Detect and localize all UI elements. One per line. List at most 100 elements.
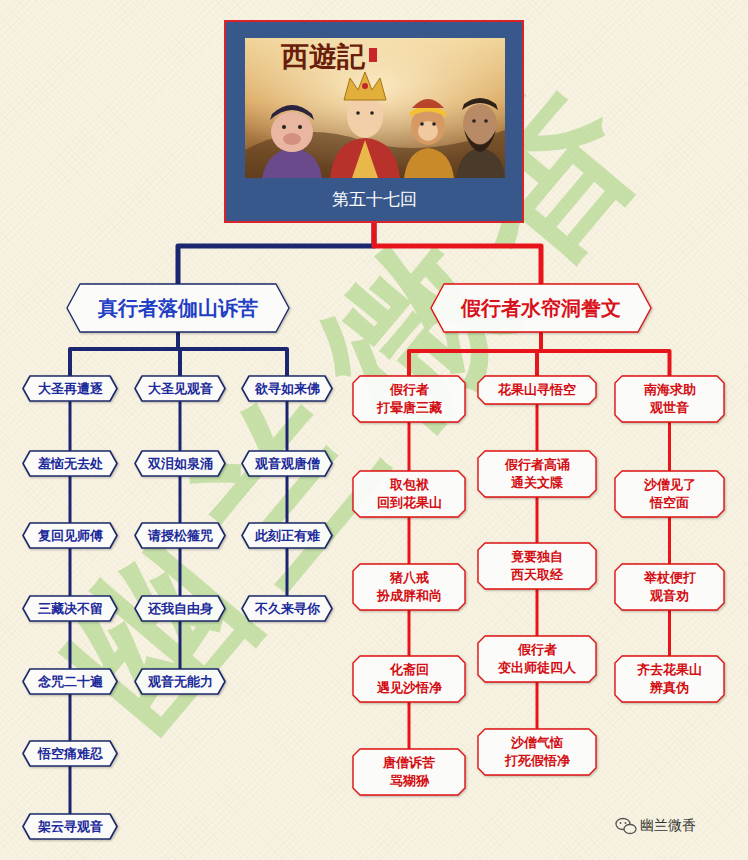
box-outline (614, 563, 725, 611)
connector-line (408, 611, 411, 655)
node-text: 不久来寻你 (255, 600, 320, 618)
node-text: 沙僧见了 悟空面 (628, 476, 711, 511)
node-text: 请授松箍咒 (148, 527, 213, 545)
box-shape (23, 376, 117, 401)
box-shape (242, 376, 332, 401)
event-box: 架云寻观音 (22, 813, 118, 840)
node-text: 大圣见观音 (148, 380, 213, 398)
node-text: 欲寻如来佛 (255, 380, 320, 398)
frame-fill (224, 20, 524, 223)
box-shape (353, 749, 465, 795)
box-outline (352, 655, 466, 703)
node-text: 三藏决不留 (38, 600, 103, 618)
connector-line (69, 477, 72, 522)
connector-line (178, 223, 374, 283)
connector-line (536, 405, 539, 450)
box-shape (135, 669, 225, 694)
box-outline (477, 542, 597, 590)
event-box: 假行者 变出师徒四人 (477, 635, 597, 683)
box-outline (352, 563, 466, 611)
connector-line (536, 683, 539, 728)
box-shape (23, 451, 117, 476)
box-shape (67, 284, 289, 332)
connector-line (409, 333, 541, 375)
event-box: 猪八戒 扮成胖和尚 (352, 563, 466, 611)
box-shape (353, 471, 465, 517)
box-shape (135, 596, 225, 621)
box-shape (135, 376, 225, 401)
node-text: 竟要独自 西天取经 (495, 548, 578, 583)
connector-line (69, 695, 72, 740)
connector-line (408, 703, 411, 748)
node-text: 双泪如泉涌 (148, 455, 213, 473)
branch-header: 真行者落伽山诉苦 (66, 283, 290, 333)
box-shape (23, 669, 117, 694)
event-box: 大圣见观音 (134, 375, 226, 402)
node-text: 还我自由身 (148, 600, 213, 618)
event-box: 念咒二十遍 (22, 668, 118, 695)
event-box: 欲寻如来佛 (241, 375, 333, 402)
account-mark: 幽兰微香 (640, 817, 696, 834)
node-text: 假行者高诵 通关文牒 (495, 456, 578, 491)
branch-header: 假行者水帘洞誊文 (430, 283, 652, 333)
connector-line (541, 333, 670, 375)
event-box: 还我自由身 (134, 595, 226, 622)
box-outline (614, 375, 725, 423)
connector-line (69, 622, 72, 668)
connector-line (408, 518, 411, 563)
chapter-box: 第五十七回 (224, 20, 524, 223)
event-box: 南海求助 观世音 (614, 375, 725, 423)
event-box: 此刻正有难 (241, 522, 333, 549)
connector-line (668, 423, 671, 470)
box-outline (614, 470, 725, 518)
box-outline (477, 635, 597, 683)
node-text: 齐去花果山 辨真伪 (628, 661, 711, 696)
connector-line (179, 477, 182, 522)
connector-line (668, 518, 671, 563)
box-shape (431, 284, 651, 332)
wechat-icon (616, 819, 636, 834)
box-shape (478, 451, 596, 497)
connector-line (179, 402, 182, 450)
box-outline (352, 748, 466, 796)
event-box: 三藏决不留 (22, 595, 118, 622)
event-box: 大圣再遭逐 (22, 375, 118, 402)
connector-line (668, 611, 671, 655)
node-text: 真行者落伽山诉苦 (98, 295, 258, 321)
event-box: 齐去花果山 辨真伪 (614, 655, 725, 703)
node-text: 复回见师傅 (38, 527, 103, 545)
event-box: 不久来寻你 (241, 595, 333, 622)
node-text: 沙僧气恼 打死假悟净 (495, 734, 578, 769)
box-shape (615, 376, 724, 422)
node-text: 羞恼无去处 (38, 455, 103, 473)
box-shape (23, 741, 117, 766)
event-box: 竟要独自 西天取经 (477, 542, 597, 590)
connector-line (536, 498, 539, 542)
node-text: 悟空痛难忍 (38, 745, 103, 763)
drama-still (245, 38, 505, 178)
box-shape (615, 471, 724, 517)
node-text: 架云寻观音 (38, 818, 103, 836)
event-box: 复回见师傅 (22, 522, 118, 549)
box-shape (478, 729, 596, 775)
node-text: 南海求助 观世音 (628, 381, 711, 416)
connector-line (408, 423, 411, 470)
connector-line (286, 549, 289, 595)
event-box: 双泪如泉涌 (134, 450, 226, 477)
event-box: 沙僧气恼 打死假悟净 (477, 728, 597, 776)
box-shape (23, 814, 117, 839)
box-shape (242, 523, 332, 548)
node-text: 化斋回 遇见沙悟净 (367, 661, 450, 696)
box-shape (242, 451, 332, 476)
box-shape (615, 656, 724, 702)
connector-line (178, 333, 287, 375)
node-text: 第五十七回 (332, 189, 417, 209)
box-outline (477, 450, 597, 498)
box-shape (478, 636, 596, 682)
event-box: 观音观唐僧 (241, 450, 333, 477)
connector-line (286, 402, 289, 450)
node-text: 大圣再遭逐 (38, 380, 103, 398)
event-box: 羞恼无去处 (22, 450, 118, 477)
